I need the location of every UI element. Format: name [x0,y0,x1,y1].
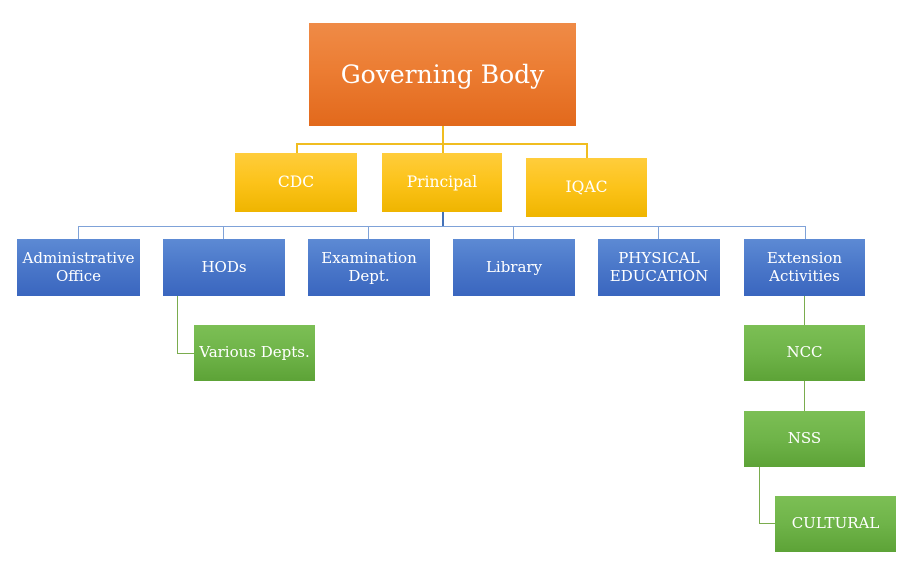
node-extension-activities[interactable]: Extension Activities [744,239,865,296]
node-label-examination-dept: Examination Dept. [321,249,417,285]
connector-drop-administrative-office [78,226,79,240]
node-label-hods: HODs [201,257,247,276]
node-label-various-depts: Various Depts. [199,343,310,362]
connector-ncc-to-nss [804,381,805,411]
connector-hods-elbow-horizontal [177,353,195,354]
connector-blue-bus [78,226,806,227]
connector-drop-cdc [296,143,298,153]
connector-drop-library [513,226,514,240]
connector-hods-elbow-vertical [177,296,178,354]
connector-nss-elbow-horizontal [759,523,776,524]
node-library[interactable]: Library [453,239,575,296]
connector-extension-activities-to-ncc [804,296,805,325]
node-cultural[interactable]: CULTURAL [775,496,896,552]
node-hods[interactable]: HODs [163,239,285,296]
connector-drop-iqac [586,143,588,158]
node-label-principal: Principal [406,172,478,191]
node-label-extension-activities: Extension Activities [766,249,843,285]
node-various-depts[interactable]: Various Depts. [194,325,315,381]
connector-governing-body-stem [442,125,444,144]
connector-nss-elbow-vertical [759,466,760,524]
connector-drop-extension-activities [805,226,806,240]
connector-drop-hods [223,226,224,240]
node-administrative-office[interactable]: Administrative Office [17,239,140,296]
connector-drop-physical-education [658,226,659,240]
node-label-physical-education: PHYSICAL EDUCATION [609,249,709,285]
node-cdc[interactable]: CDC [235,153,357,212]
connector-principal-stem [442,211,444,227]
node-label-administrative-office: Administrative Office [22,249,135,285]
node-label-cdc: CDC [277,172,315,191]
node-label-nss: NSS [787,429,822,448]
node-principal[interactable]: Principal [382,153,502,212]
node-label-ncc: NCC [786,343,823,362]
connector-drop-examination-dept [368,226,369,240]
node-governing-body[interactable]: Governing Body [309,23,576,126]
node-label-governing-body: Governing Body [340,60,545,89]
node-label-iqac: IQAC [565,177,608,196]
node-label-library: Library [485,257,543,276]
node-nss[interactable]: NSS [744,411,865,467]
node-ncc[interactable]: NCC [744,325,865,381]
node-physical-education[interactable]: PHYSICAL EDUCATION [598,239,720,296]
node-label-cultural: CULTURAL [791,514,880,533]
node-iqac[interactable]: IQAC [526,158,647,217]
node-examination-dept[interactable]: Examination Dept. [308,239,430,296]
connector-drop-principal [442,143,444,153]
